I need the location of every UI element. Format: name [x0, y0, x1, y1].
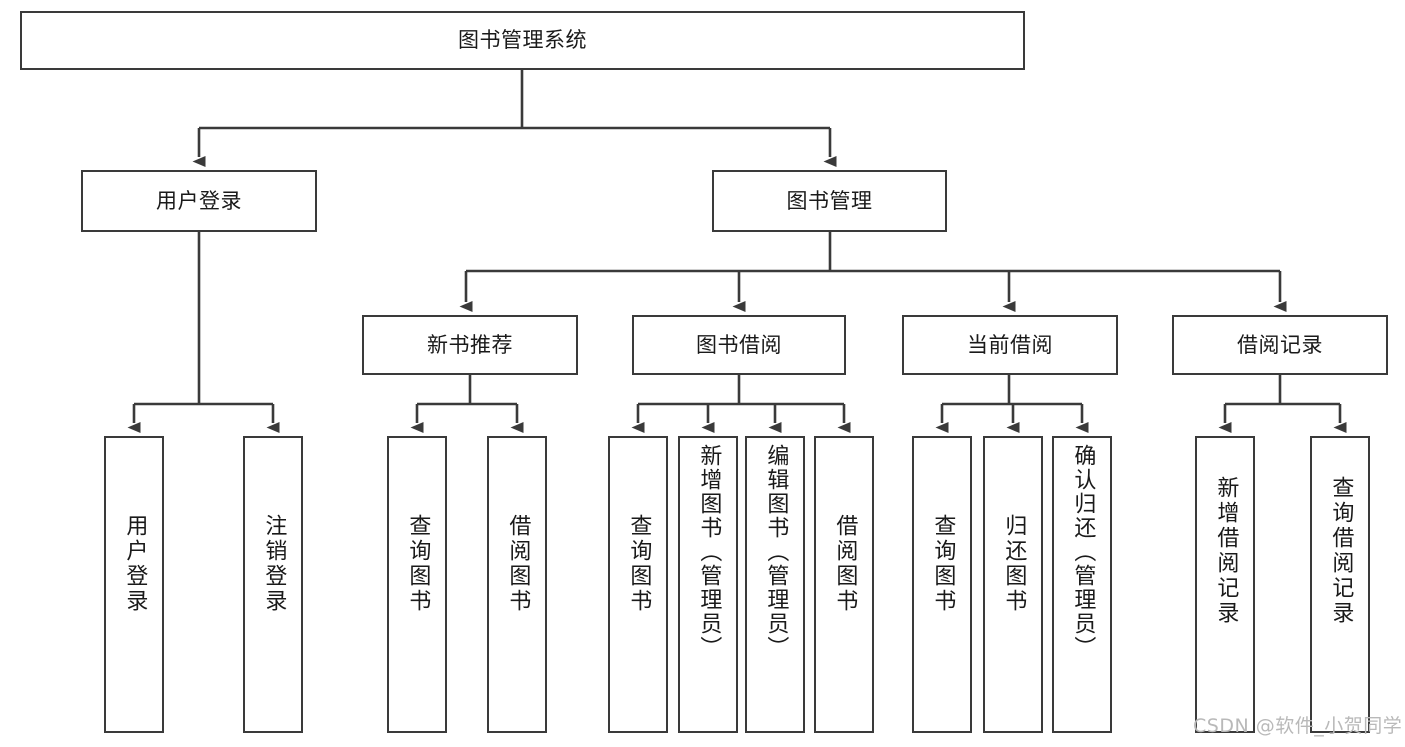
leaf-query-book-current[interactable]: 查询图书 — [912, 436, 972, 733]
leaf-confirm-return[interactable]: 确认归还（管理员） — [1052, 436, 1112, 733]
node-current-borrow[interactable]: 当前借阅 — [902, 315, 1118, 375]
node-new-book-recommend[interactable]: 新书推荐 — [362, 315, 578, 375]
node-root-label: 图书管理系统 — [458, 28, 587, 53]
node-book-manage[interactable]: 图书管理 — [712, 170, 947, 232]
leaf-query-book-recommend-label: 查询图书 — [405, 514, 431, 614]
leaf-return-book[interactable]: 归还图书 — [983, 436, 1043, 733]
leaf-user-login-label: 用户登录 — [122, 514, 148, 614]
leaf-return-book-label: 归还图书 — [1001, 514, 1027, 614]
leaf-add-borrow-record[interactable]: 新增借阅记录 — [1195, 436, 1255, 733]
leaf-user-logout-label: 注销登录 — [261, 514, 287, 614]
node-book-manage-label: 图书管理 — [786, 188, 873, 213]
csdn-watermark: CSDN @软件_小贺同学 — [1193, 715, 1403, 737]
node-borrow-record-label: 借阅记录 — [1237, 332, 1323, 357]
leaf-user-logout[interactable]: 注销登录 — [243, 436, 303, 733]
node-user-login[interactable]: 用户登录 — [81, 170, 317, 232]
leaf-borrow-book-recommend[interactable]: 借阅图书 — [487, 436, 547, 733]
leaf-query-book-recommend[interactable]: 查询图书 — [387, 436, 447, 733]
leaf-query-book-borrow[interactable]: 查询图书 — [608, 436, 668, 733]
leaf-edit-book-label: 编辑图书（管理员） — [763, 444, 789, 660]
leaf-query-borrow-record-label: 查询借阅记录 — [1328, 476, 1354, 626]
leaf-edit-book[interactable]: 编辑图书（管理员） — [745, 436, 805, 733]
leaf-query-book-borrow-label: 查询图书 — [626, 514, 652, 614]
leaf-user-login[interactable]: 用户登录 — [104, 436, 164, 733]
leaf-add-book[interactable]: 新增图书（管理员） — [678, 436, 738, 733]
leaf-borrow-book-recommend-label: 借阅图书 — [505, 514, 531, 614]
leaf-add-book-label: 新增图书（管理员） — [696, 444, 722, 660]
node-borrow-record[interactable]: 借阅记录 — [1172, 315, 1388, 375]
leaf-query-book-current-label: 查询图书 — [930, 514, 956, 614]
leaf-confirm-return-label: 确认归还（管理员） — [1070, 444, 1096, 660]
node-book-borrow[interactable]: 图书借阅 — [632, 315, 846, 375]
leaf-add-borrow-record-label: 新增借阅记录 — [1213, 476, 1239, 626]
node-new-book-recommend-label: 新书推荐 — [427, 332, 513, 357]
node-book-borrow-label: 图书借阅 — [696, 332, 782, 357]
node-user-login-label: 用户登录 — [156, 188, 242, 213]
node-current-borrow-label: 当前借阅 — [967, 332, 1053, 357]
leaf-query-borrow-record[interactable]: 查询借阅记录 — [1310, 436, 1370, 733]
node-root[interactable]: 图书管理系统 — [20, 11, 1025, 70]
leaf-borrow-book-label: 借阅图书 — [832, 514, 858, 614]
leaf-borrow-book[interactable]: 借阅图书 — [814, 436, 874, 733]
